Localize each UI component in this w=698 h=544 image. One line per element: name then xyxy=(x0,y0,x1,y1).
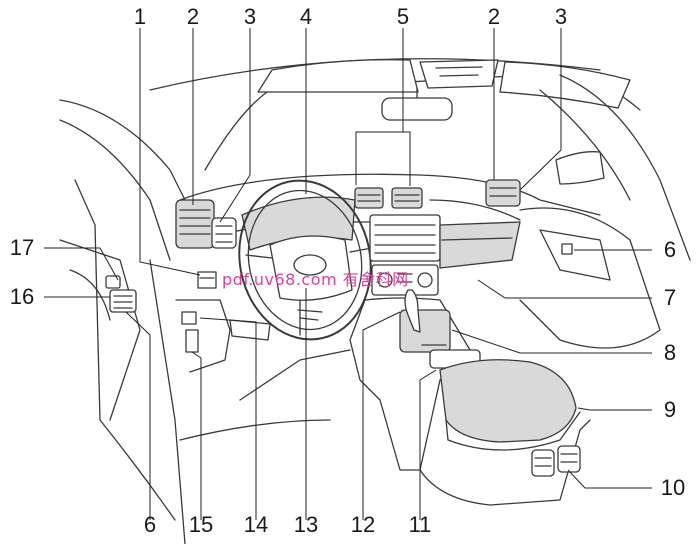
mirror-switch xyxy=(105,275,121,289)
callout-15: 15 xyxy=(188,512,214,537)
leader-8 xyxy=(451,329,652,354)
center-vent-right xyxy=(391,187,423,209)
callout-8: 8 xyxy=(663,340,677,365)
callout-10: 10 xyxy=(660,475,686,500)
sun-visor-left xyxy=(257,59,419,93)
leader-12 xyxy=(362,311,401,520)
shift-gate xyxy=(399,309,451,353)
leader-14 xyxy=(199,317,257,520)
steering-wheel-hub xyxy=(269,235,353,301)
leader-7 xyxy=(477,279,652,299)
callout-16: 16 xyxy=(9,284,35,309)
audio-unit xyxy=(369,214,441,262)
climate-control xyxy=(371,264,439,296)
watermark-text: pdf.uv68.com 有舍科网 xyxy=(222,270,409,289)
callout-2-left: 2 xyxy=(186,4,200,29)
callout-3-left: 3 xyxy=(243,4,257,29)
hood-release xyxy=(181,311,197,325)
callout-17: 17 xyxy=(9,235,35,260)
callout-9: 9 xyxy=(663,397,677,422)
leader-1 xyxy=(139,28,201,276)
right-a-pillar xyxy=(559,74,691,261)
window-switches xyxy=(109,289,137,313)
leader-5 xyxy=(355,28,411,186)
shift-lever xyxy=(404,289,421,333)
dash-switch-panel xyxy=(197,271,217,289)
right-outer-vent xyxy=(485,179,521,207)
glove-box xyxy=(439,221,521,269)
callout-leaders xyxy=(44,28,652,520)
steering-wheel-rim xyxy=(238,179,372,341)
right-door-panel xyxy=(519,207,661,349)
fuel-release-lever xyxy=(185,329,199,353)
sun-visor-right xyxy=(499,61,631,109)
callout-5: 5 xyxy=(396,4,410,29)
leader-11 xyxy=(419,369,437,520)
leader-3-left xyxy=(219,28,251,223)
callout-11: 11 xyxy=(408,512,432,537)
left-outer-vent xyxy=(175,199,215,249)
leader-17 xyxy=(44,247,119,281)
callout-1: 1 xyxy=(133,4,147,29)
callout-12: 12 xyxy=(350,512,376,537)
callout-6-bottom: 6 xyxy=(143,512,157,537)
rear-vent-left xyxy=(531,449,555,477)
leader-9 xyxy=(577,407,652,411)
dashboard-top xyxy=(179,173,601,216)
leader-3-right xyxy=(519,28,562,191)
right-door-lock xyxy=(561,243,573,255)
rear-vent-right xyxy=(557,445,581,473)
console-box-lid xyxy=(439,359,577,443)
leader-10 xyxy=(567,469,652,489)
left-a-pillar xyxy=(59,99,206,241)
callout-7: 7 xyxy=(663,285,677,310)
leader-15 xyxy=(191,351,202,520)
callout-4: 4 xyxy=(299,4,313,29)
rearview-mirror xyxy=(381,97,453,121)
leader-6-bottom xyxy=(125,311,151,520)
callout-3-right: 3 xyxy=(554,4,568,29)
right-side-mirror xyxy=(555,151,605,185)
callout-2-right: 2 xyxy=(487,4,501,29)
callout-14: 14 xyxy=(243,512,269,537)
left-door-panel xyxy=(59,239,141,421)
left-inner-vent xyxy=(211,217,237,249)
center-vent-left xyxy=(354,187,384,209)
callout-13: 13 xyxy=(293,512,319,537)
callout-6-right: 6 xyxy=(663,237,677,262)
overhead-console xyxy=(419,59,499,89)
